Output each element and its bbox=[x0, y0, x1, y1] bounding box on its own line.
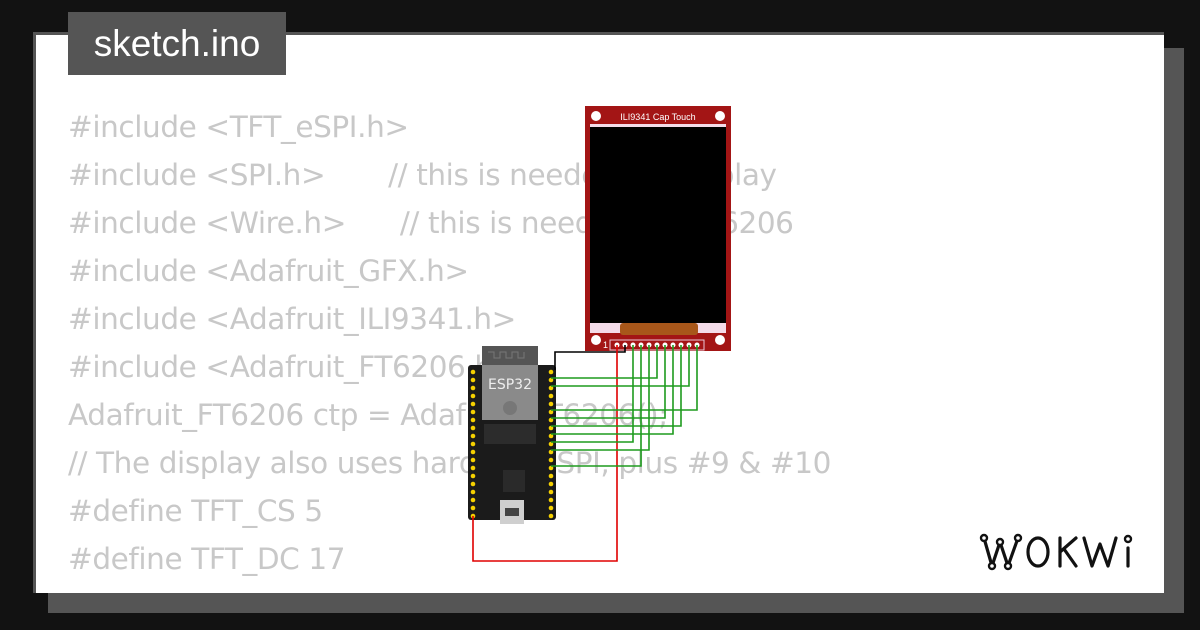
code-line: #include <Adafruit_FT6206.h> bbox=[68, 350, 518, 384]
code-line: #include <Adafruit_ILI9341.h> bbox=[68, 302, 516, 336]
power-wire bbox=[472, 345, 618, 562]
file-tab[interactable]: sketch.ino bbox=[68, 12, 286, 75]
code-line: #include <TFT_eSPI.h> bbox=[68, 110, 409, 144]
ground-wire bbox=[554, 345, 626, 370]
code-line: #define TFT_CS 5 bbox=[68, 494, 323, 528]
svg-text:WOKWi: WOKWi bbox=[978, 528, 982, 529]
ili9341-display[interactable]: ILI9341 Cap Touch 1 bbox=[585, 106, 731, 351]
esp32-pins-right bbox=[548, 369, 554, 519]
display-label: ILI9341 Cap Touch bbox=[620, 112, 695, 122]
wokwi-logo: WOKWi bbox=[978, 528, 1150, 580]
esp32-pins-left bbox=[470, 369, 476, 519]
wires bbox=[472, 345, 698, 562]
svg-text:1: 1 bbox=[603, 340, 608, 350]
signal-wires bbox=[551, 345, 698, 467]
code-line: #include <Adafruit_GFX.h> bbox=[68, 254, 469, 288]
code-line: #define TFT_MOSI 23 bbox=[68, 590, 377, 593]
esp32-board[interactable]: ESP32 bbox=[468, 346, 556, 524]
code-line: #define TFT_DC 17 bbox=[68, 542, 346, 576]
esp32-label: ESP32 bbox=[488, 377, 532, 393]
code-line: #include <SPI.h> // this is needed for d… bbox=[68, 158, 777, 192]
